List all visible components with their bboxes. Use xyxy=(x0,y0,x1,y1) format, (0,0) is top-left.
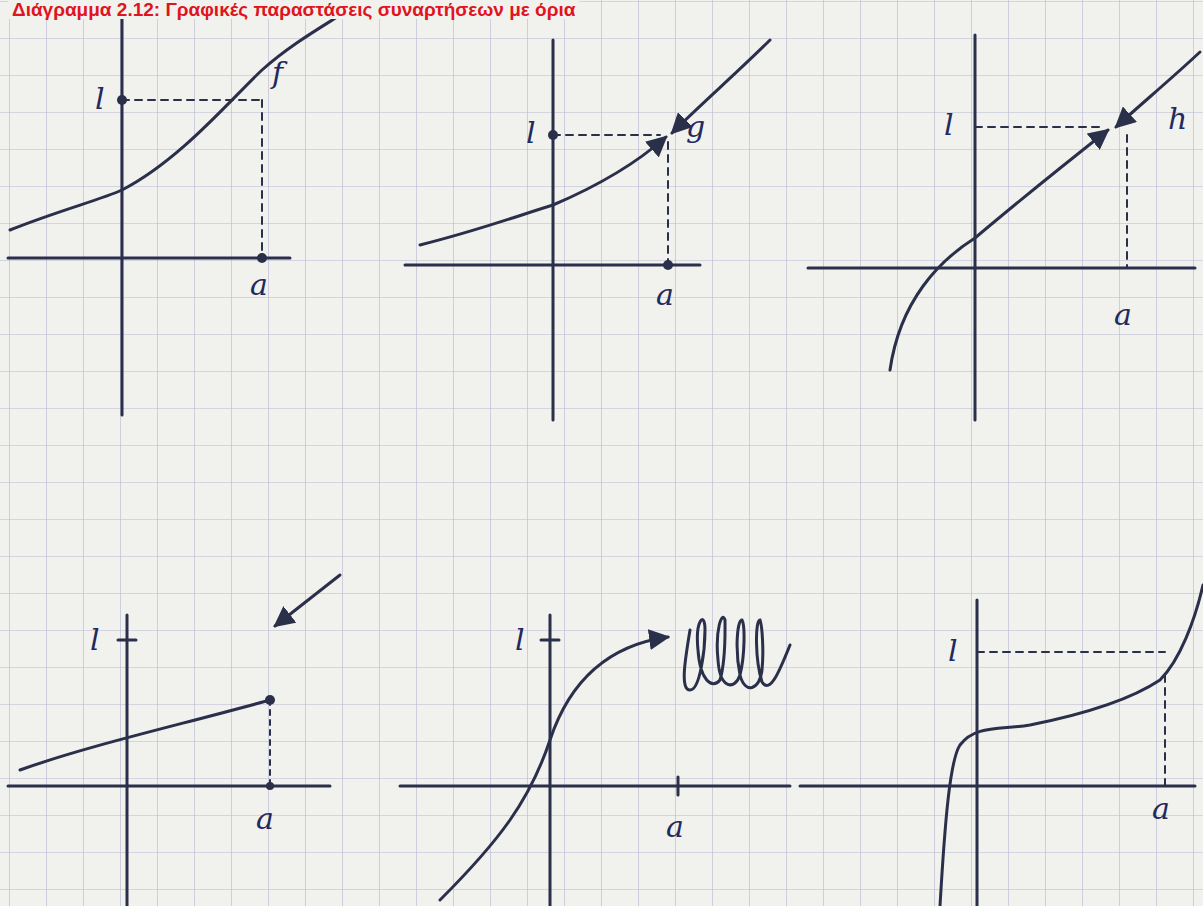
axis-label: l xyxy=(95,84,105,114)
axis-label: l xyxy=(526,118,536,148)
axis-label: f xyxy=(272,58,283,88)
axis-label: l xyxy=(515,625,525,655)
axis-label: l xyxy=(944,110,954,140)
axis-label: a xyxy=(250,270,268,300)
axis-label: a xyxy=(666,812,684,842)
axis-label: a xyxy=(256,804,274,834)
axis-label: l xyxy=(948,636,958,666)
axis-label: g xyxy=(686,112,705,142)
figure-title: Διάγραμμα 2.12: Γραφικές παραστάσεις συν… xyxy=(8,0,579,19)
axis-label: a xyxy=(1114,300,1132,330)
axis-label: h xyxy=(1168,104,1187,134)
axis-label: l xyxy=(90,625,100,655)
axis-label: a xyxy=(656,280,674,310)
axis-label: a xyxy=(1152,794,1170,824)
